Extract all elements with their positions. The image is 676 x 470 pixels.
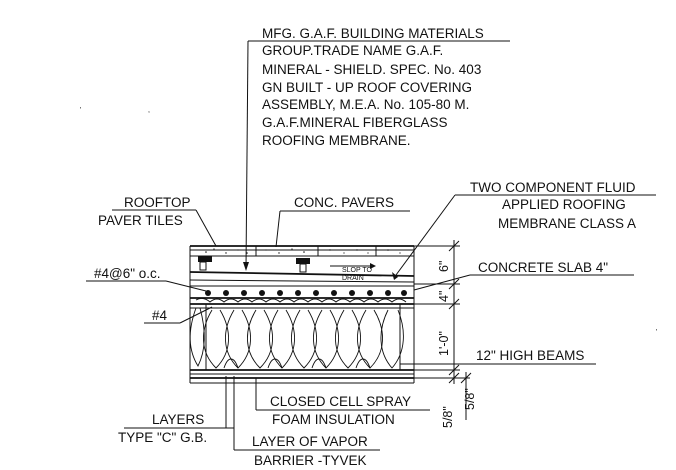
stray-mark-right: ,	[148, 107, 150, 114]
slope-label-2: DRAIN	[342, 275, 364, 282]
spec-note: MFG. G.A.F. BUILDING MATERIALS GROUP.TRA…	[262, 26, 484, 148]
rebar-label: #4	[152, 308, 168, 323]
spec-note-line-6: G.A.F.MINERAL FIBERGLASS	[262, 115, 448, 130]
dim-board-b: 5/8"	[463, 388, 477, 410]
beams-label: 12" HIGH BEAMS	[476, 348, 584, 363]
conc-pavers-label: CONC. PAVERS	[294, 195, 394, 210]
fluid-membrane-leader	[395, 194, 456, 276]
layers-label: LAYERS	[152, 412, 204, 427]
spray-foam-label-1: CLOSED CELL SPRAY	[270, 394, 411, 409]
spec-note-leader	[245, 40, 249, 269]
vapor-barrier-label-1: LAYER OF VAPOR	[252, 434, 368, 449]
concrete-slab-label: CONCRETE SLAB 4"	[478, 260, 608, 275]
rebar-leader	[179, 306, 213, 324]
dim-board-a: 5/8"	[441, 406, 455, 428]
rebar-spacing-leader	[165, 280, 207, 292]
spec-note-line-7: ROOFING MEMBRANE.	[262, 133, 411, 148]
spec-note-line-1: MFG. G.A.F. BUILDING MATERIALS	[262, 26, 484, 41]
dim-beams: 1'-0"	[437, 331, 451, 356]
spec-note-arrowhead	[243, 262, 249, 271]
spec-note-line-2: GROUP.TRADE NAME G.A.F.	[262, 43, 443, 58]
fluid-membrane-label-1: TWO COMPONENT FLUID	[470, 180, 636, 195]
dim-pavers: 6"	[437, 261, 451, 272]
rooftop-label: ROOFTOP	[124, 195, 191, 210]
conc-pavers-leader	[275, 210, 281, 248]
rebar-spacing-label: #4@6" o.c.	[94, 266, 161, 281]
stray-mark-left: '	[80, 107, 81, 114]
dimension-string	[414, 240, 472, 420]
rooftop-leader	[195, 209, 217, 247]
fluid-membrane-label-3: MEMBRANE CLASS A	[498, 216, 636, 231]
spray-foam-label-2: FOAM INSULATION	[272, 412, 395, 427]
vapor-barrier-label-2: BARRIER -TYVEK	[254, 453, 367, 468]
spec-note-line-5: ASSEMBLY, M.E.A. No. 105-80 M.	[262, 97, 469, 112]
type-c-gb-label: TYPE "C" G.B.	[118, 430, 207, 445]
section-assembly: SLOP TO DRAIN	[189, 245, 415, 384]
fluid-membrane-label-2: APPLIED ROOFING	[502, 197, 626, 212]
spec-note-line-3: MINERAL - SHIELD. SPEC. No. 403	[262, 62, 481, 77]
stray-mark-edge: '	[656, 329, 657, 336]
spec-note-line-4: GN BUILT - UP ROOF COVERING	[262, 80, 472, 95]
dim-slab: 4"	[437, 291, 451, 302]
paver-tiles-label: PAVER TILES	[98, 213, 183, 228]
slope-label-1: SLOP TO	[342, 267, 373, 274]
concrete-slab-leader	[413, 274, 471, 291]
